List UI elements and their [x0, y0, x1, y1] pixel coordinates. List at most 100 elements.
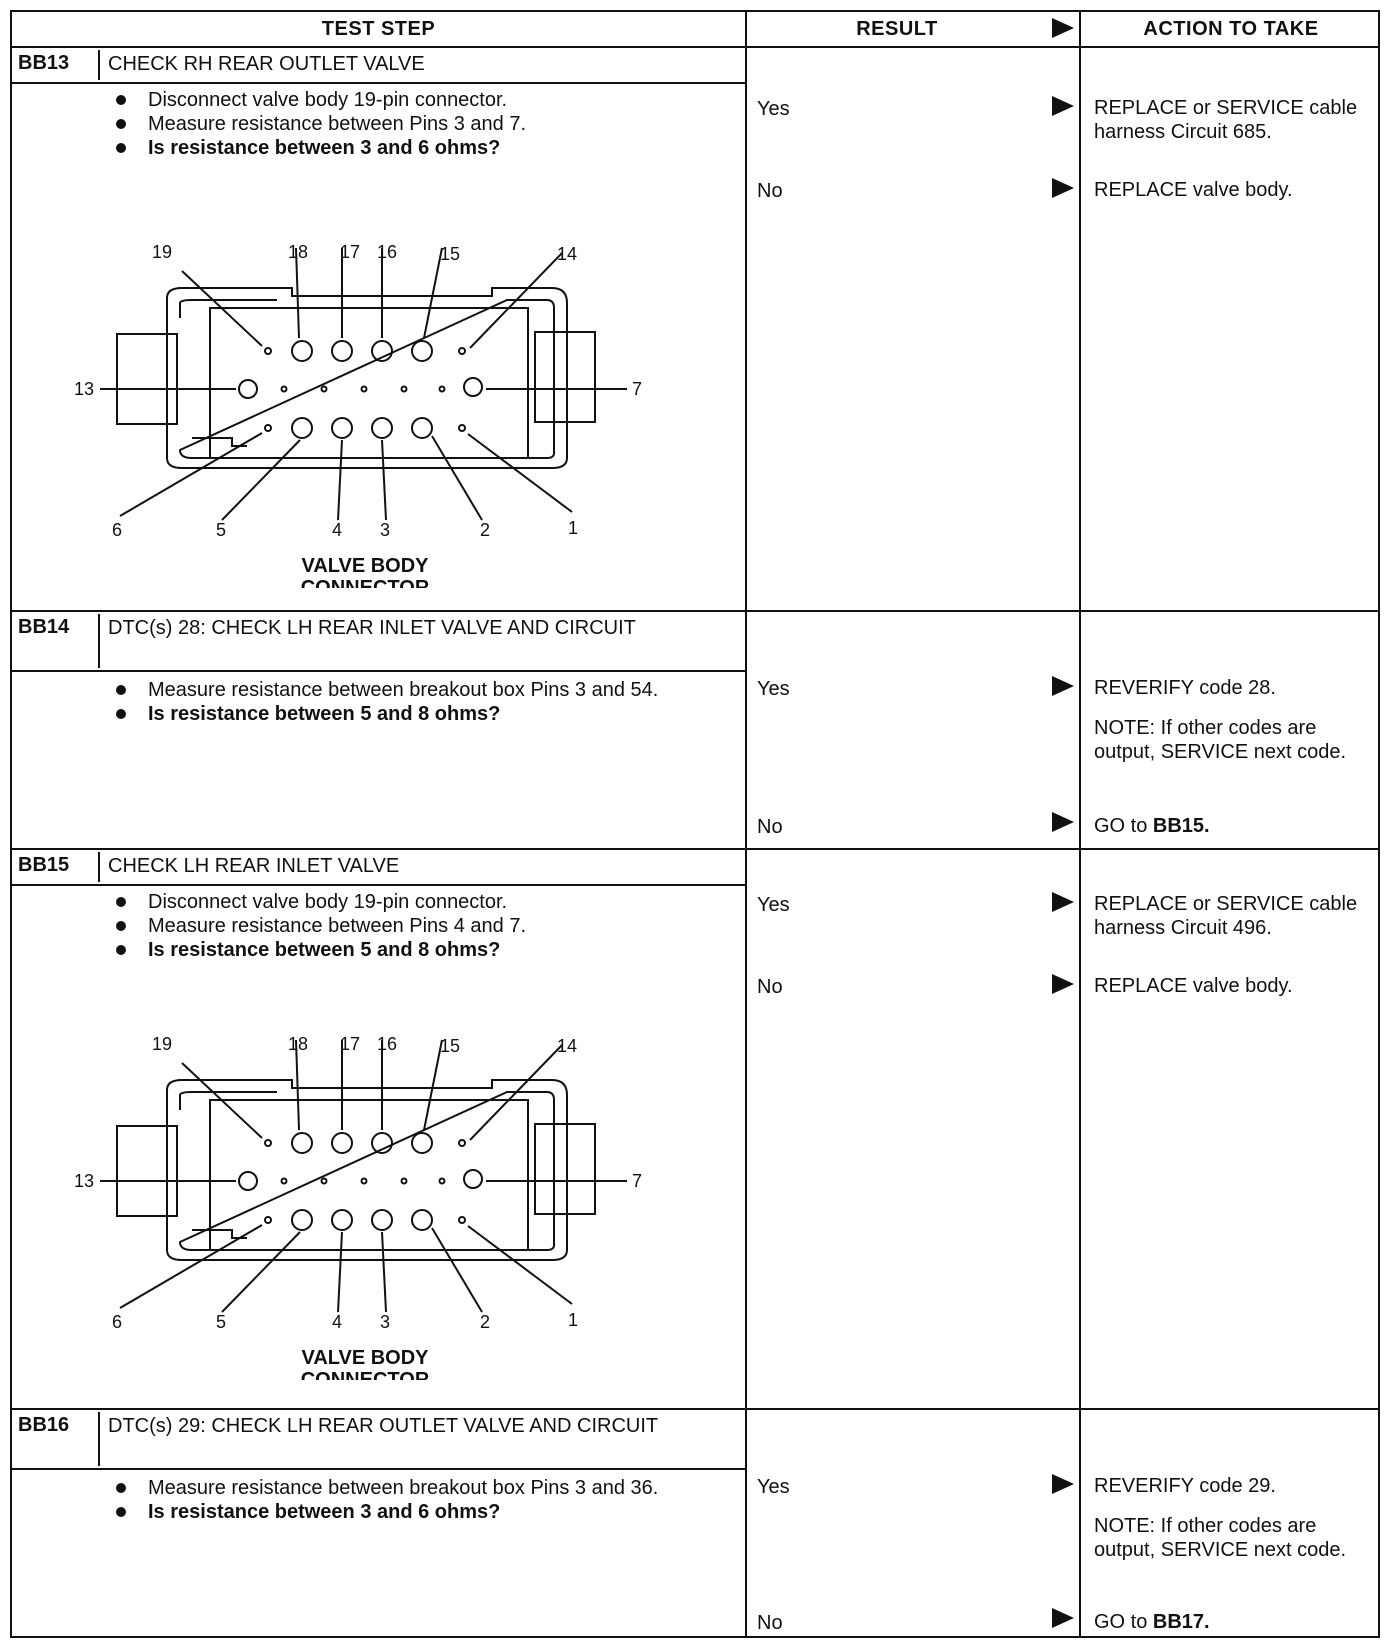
housing-inner: [178, 1091, 555, 1251]
result-no: No: [757, 976, 783, 998]
action-yes: REVERIFY code 29.: [1094, 1475, 1276, 1497]
column-divider: [745, 12, 747, 1636]
leader-line: [119, 432, 263, 517]
small-pin: [280, 1177, 288, 1185]
pin-label: 17: [340, 1034, 360, 1054]
housing-outline: [166, 1079, 568, 1261]
arrow-icon: [1052, 178, 1074, 198]
step-bb14: BB14 DTC(s) 28: CHECK LH REAR INLET VALV…: [12, 612, 1378, 848]
diagram-caption: CONNECTOR: [301, 1369, 430, 1380]
leader-line: [295, 1039, 300, 1131]
arrow-icon: [1052, 892, 1074, 912]
step-header: BB16 DTC(s) 29: CHECK LH REAR OUTLET VAL…: [12, 1410, 745, 1470]
pin-cavity: [331, 1209, 353, 1231]
action-note: NOTE: If other codes are output, SERVICE…: [1094, 1515, 1347, 1561]
action-no: GO to BB15.: [1094, 815, 1210, 837]
leader-line: [337, 1231, 343, 1313]
leader-line: [295, 247, 300, 339]
bullet-question: Is resistance between 3 and 6 ohms?: [112, 136, 712, 160]
action-no: GO to BB17.: [1094, 1611, 1210, 1633]
leader-line: [469, 1044, 563, 1141]
step-id: BB13: [18, 52, 70, 74]
pin-label: 18: [288, 242, 308, 262]
pin-cavity: [371, 417, 393, 439]
small-pin: [320, 1177, 328, 1185]
section-divider: [12, 848, 1378, 850]
leader-line: [221, 1231, 301, 1313]
leader-line: [469, 252, 563, 349]
bullet-question: Is resistance between 3 and 6 ohms?: [112, 1500, 712, 1524]
header-test-step: TEST STEP: [321, 17, 436, 40]
small-pin: [458, 1216, 466, 1224]
leader-line: [381, 439, 387, 521]
pin-cavity: [463, 1169, 483, 1189]
pin-cavity: [371, 1209, 393, 1231]
small-pin: [400, 1177, 408, 1185]
small-pin: [438, 1177, 446, 1185]
result-no: No: [757, 180, 783, 202]
pin-cavity: [238, 379, 258, 399]
pin-label: 4: [332, 1312, 342, 1332]
bullet-question: Is resistance between 5 and 8 ohms?: [112, 702, 712, 726]
action-no: REPLACE valve body.: [1094, 179, 1293, 201]
arrow-icon: [1052, 676, 1074, 696]
pin-label: 19: [152, 1034, 172, 1054]
pin-label: 6: [112, 520, 122, 540]
small-pin: [320, 385, 328, 393]
step-title: CHECK RH REAR OUTLET VALVE: [108, 53, 425, 75]
leader-line: [431, 1227, 483, 1313]
small-pin: [360, 1177, 368, 1185]
result-no: No: [757, 1612, 783, 1634]
diagram-caption: VALVE BODY: [301, 1347, 429, 1369]
small-pin: [458, 347, 466, 355]
column-divider: [1079, 12, 1081, 1636]
pin-cavity: [411, 1209, 433, 1231]
pin-cavity: [291, 1209, 313, 1231]
pin-label: 19: [152, 242, 172, 262]
leader-line: [337, 439, 343, 521]
key-notch: [192, 1229, 247, 1239]
pin-cavity: [411, 417, 433, 439]
pin-label: 18: [288, 1034, 308, 1054]
right-latch: [534, 1123, 596, 1215]
arrow-icon: [1052, 812, 1074, 832]
arrow-icon: [1052, 18, 1074, 38]
arrow-icon: [1052, 1608, 1074, 1628]
pin-cavity: [331, 1132, 353, 1154]
leader-line: [423, 1039, 443, 1131]
pin-label: 4: [332, 520, 342, 540]
step-title: DTC(s) 28: CHECK LH REAR INLET VALVE AND…: [108, 617, 636, 639]
pin-label: 7: [632, 1171, 642, 1191]
housing-inner: [178, 299, 555, 459]
pin-cavity: [411, 1132, 433, 1154]
pin-cavity: [291, 417, 313, 439]
pin-cavity: [331, 417, 353, 439]
step-bb16: BB16 DTC(s) 29: CHECK LH REAR OUTLET VAL…: [12, 1410, 1378, 1640]
pin-label: 15: [440, 244, 460, 264]
pin-label: 14: [557, 1036, 577, 1056]
header-action: ACTION TO TAKE: [1143, 17, 1319, 40]
step-bullets: Disconnect valve body 19-pin connector. …: [112, 890, 712, 962]
diagram-caption: CONNECTOR: [301, 577, 430, 588]
leader-line: [467, 1225, 573, 1305]
step-id: BB16: [18, 1414, 70, 1436]
pin-cavity: [463, 377, 483, 397]
step-id: BB15: [18, 854, 70, 876]
leader-line: [181, 1062, 263, 1139]
leader-line: [467, 433, 573, 513]
result-yes: Yes: [757, 894, 790, 916]
pin-label: 5: [216, 520, 226, 540]
bullet-item: Disconnect valve body 19-pin connector.: [112, 88, 712, 112]
housing-outline: [166, 287, 568, 469]
leader-line: [431, 435, 483, 521]
step-reference: BB15.: [1152, 815, 1210, 837]
pin-label: 5: [216, 1312, 226, 1332]
result-yes: Yes: [757, 1476, 790, 1498]
result-no: No: [757, 816, 783, 838]
action-yes: REVERIFY code 28.: [1094, 677, 1276, 699]
pin-label: 7: [632, 379, 642, 399]
pin-label: 3: [380, 520, 390, 540]
action-yes: REPLACE or SERVICE cable harness Circuit…: [1094, 893, 1358, 939]
